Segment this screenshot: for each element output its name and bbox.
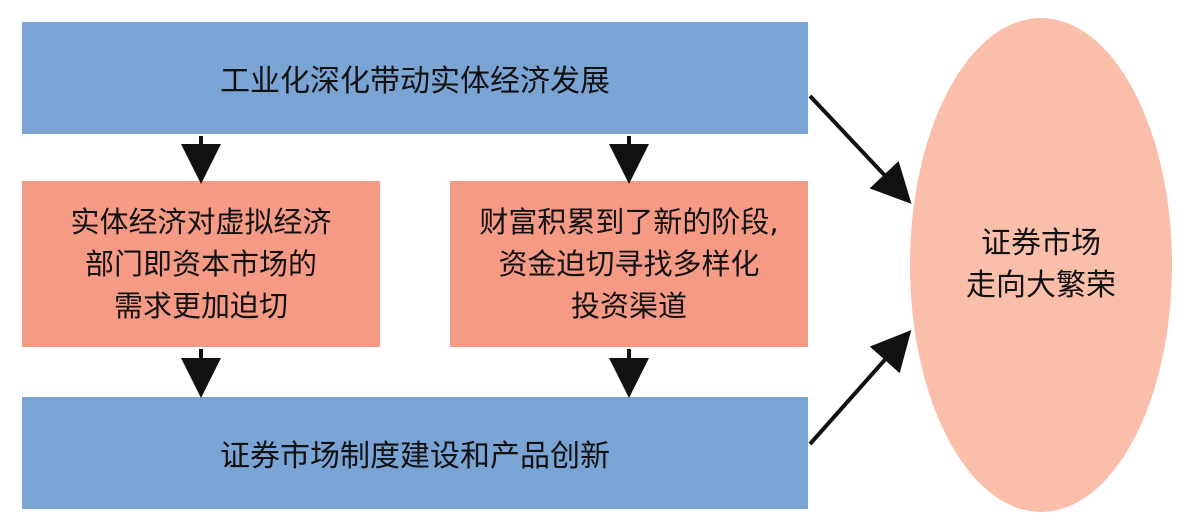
- top-box-industrialization: 工业化深化带动实体经济发展: [22, 22, 808, 134]
- top-box-label: 工业化深化带动实体经济发展: [220, 64, 610, 99]
- middle-box-wealth: 财富积累到了新的阶段, 资金迫切寻找多样化 投资渠道: [450, 181, 808, 347]
- arrow-bottom-to-ellipse: [808, 330, 912, 446]
- middle-box-line-1: 财富积累到了新的阶段,: [479, 205, 779, 239]
- bottom-box-innovation: 证券市场制度建设和产品创新: [22, 397, 808, 509]
- ellipse-line-2: 走向大繁荣: [966, 268, 1116, 303]
- middle-box-line-3: 投资渠道: [570, 289, 687, 323]
- left-box-line-2: 部门即资本市场的: [84, 247, 317, 281]
- bottom-box-label: 证券市场制度建设和产品创新: [220, 439, 610, 474]
- ellipse-line-1: 证券市场: [981, 226, 1101, 261]
- result-ellipse: 证券市场 走向大繁荣: [910, 18, 1172, 512]
- left-box-line-3: 需求更加迫切: [113, 289, 288, 323]
- left-box-line-1: 实体经济对虚拟经济: [70, 205, 332, 239]
- left-box-demand: 实体经济对虚拟经济 部门即资本市场的 需求更加迫切: [22, 181, 380, 347]
- middle-box-line-2: 资金迫切寻找多样化: [498, 247, 760, 281]
- arrow-top-to-ellipse: [808, 94, 912, 204]
